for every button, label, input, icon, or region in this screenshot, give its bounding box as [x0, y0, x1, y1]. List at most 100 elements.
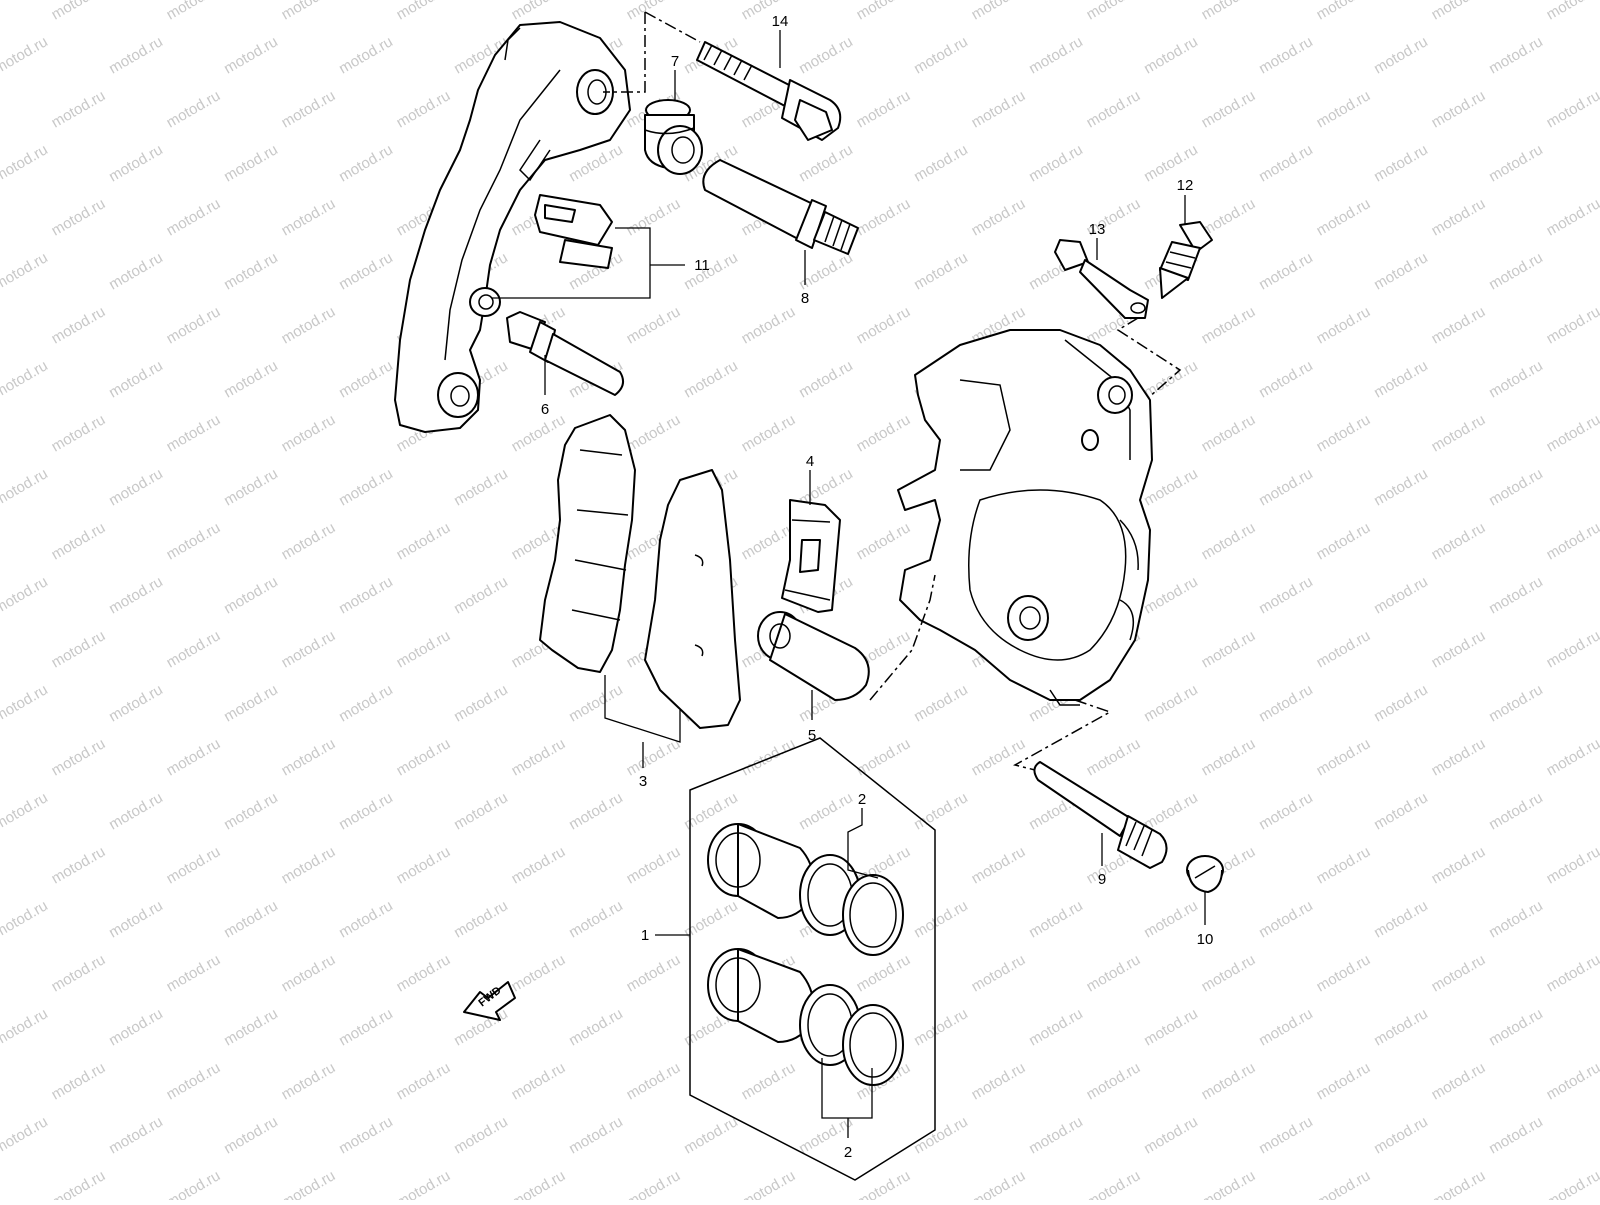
watermark-text: motod.ru	[1141, 33, 1201, 77]
watermark-text: motod.ru	[1371, 573, 1431, 617]
watermark-text: motod.ru	[911, 681, 971, 725]
watermark-text: motod.ru	[1371, 465, 1431, 509]
watermark-text: motod.ru	[739, 735, 799, 779]
watermark-text: motod.ru	[739, 411, 799, 455]
watermark-text: motod.ru	[279, 411, 339, 455]
watermark-text: motod.ru	[451, 465, 511, 509]
watermark-text: motod.ru	[854, 1167, 914, 1200]
watermark-text: motod.ru	[509, 1167, 569, 1200]
watermark-text: motod.ru	[1544, 195, 1600, 239]
watermark-text: motod.ru	[911, 897, 971, 941]
watermark-text: motod.ru	[566, 897, 626, 941]
watermark-text: motod.ru	[1314, 0, 1374, 23]
watermark-text: motod.ru	[279, 1167, 339, 1200]
watermark-text: motod.ru	[106, 249, 166, 293]
watermark-text: motod.ru	[1256, 1113, 1316, 1157]
watermark-text: motod.ru	[394, 627, 454, 671]
watermark-text: motod.ru	[336, 357, 396, 401]
watermark-text: motod.ru	[624, 303, 684, 347]
watermark-text: motod.ru	[854, 0, 914, 23]
watermark-text: motod.ru	[49, 1167, 109, 1200]
watermark-text: motod.ru	[451, 681, 511, 725]
watermark-text: motod.ru	[1544, 951, 1600, 995]
watermark-text: motod.ru	[394, 87, 454, 131]
watermark-text: motod.ru	[1314, 519, 1374, 563]
watermark-text: motod.ru	[509, 735, 569, 779]
watermark-text: motod.ru	[1544, 1059, 1600, 1103]
watermark-text: motod.ru	[681, 357, 741, 401]
watermark-text: motod.ru	[164, 87, 224, 131]
watermark-text: motod.ru	[1199, 519, 1259, 563]
callout-8: 8	[801, 290, 809, 307]
watermark-text: motod.ru	[164, 303, 224, 347]
watermark-text: motod.ru	[1544, 1167, 1600, 1200]
callout-14: 14	[772, 13, 789, 30]
pad-pin	[758, 612, 869, 700]
bleeder-cap	[1055, 240, 1148, 318]
watermark-text: motod.ru	[49, 1059, 109, 1103]
watermark-text: motod.ru	[1429, 87, 1489, 131]
watermark-text: motod.ru	[1314, 843, 1374, 887]
watermark-text: motod.ru	[969, 195, 1029, 239]
watermark-text: motod.ru	[1199, 951, 1259, 995]
watermark-text: motod.ru	[221, 249, 281, 293]
watermark-text: motod.ru	[566, 1113, 626, 1157]
watermark-text: motod.ru	[1256, 681, 1316, 725]
watermark-text: motod.ru	[566, 789, 626, 833]
watermark-text: motod.ru	[394, 951, 454, 995]
watermark-text: motod.ru	[1141, 573, 1201, 617]
watermark-text: motod.ru	[1544, 843, 1600, 887]
watermark-text: motod.ru	[49, 195, 109, 239]
watermark-text: motod.ru	[969, 735, 1029, 779]
watermark-text: motod.ru	[1544, 519, 1600, 563]
watermark-text: motod.ru	[279, 519, 339, 563]
watermark-text: motod.ru	[566, 681, 626, 725]
watermark-text: motod.ru	[164, 411, 224, 455]
watermark-text: motod.ru	[1544, 303, 1600, 347]
watermark-text: motod.ru	[1141, 897, 1201, 941]
watermark-text: motod.ru	[1429, 195, 1489, 239]
watermark-text: motod.ru	[221, 33, 281, 77]
watermark-text: motod.ru	[164, 735, 224, 779]
slide-pin	[507, 312, 623, 395]
watermark-text: motod.ru	[336, 1005, 396, 1049]
watermark-text: motod.ru	[1256, 33, 1316, 77]
watermark-text: motod.ru	[1314, 303, 1374, 347]
watermark-text: motod.ru	[394, 735, 454, 779]
watermark-text: motod.ru	[1544, 411, 1600, 455]
watermark-text: motod.ru	[1429, 1059, 1489, 1103]
watermark-text: motod.ru	[49, 87, 109, 131]
watermark-text: motod.ru	[1429, 951, 1489, 995]
watermark-text: motod.ru	[969, 1059, 1029, 1103]
callout-7: 7	[671, 53, 679, 70]
watermark-text: motod.ru	[106, 789, 166, 833]
watermark-text: motod.ru	[221, 357, 281, 401]
watermark-text: motod.ru	[279, 627, 339, 671]
watermark-text: motod.ru	[1544, 0, 1600, 23]
watermark-text: motod.ru	[1199, 303, 1259, 347]
watermark-text: motod.ru	[1026, 1005, 1086, 1049]
watermark-text: motod.ru	[1371, 1005, 1431, 1049]
callout-12: 12	[1177, 177, 1194, 194]
watermark-text: motod.ru	[1256, 357, 1316, 401]
watermark-text: motod.ru	[624, 0, 684, 23]
watermark-text: motod.ru	[451, 789, 511, 833]
watermark-text: motod.ru	[279, 195, 339, 239]
watermark-text: motod.ru	[1141, 681, 1201, 725]
watermark-text: motod.ru	[1314, 951, 1374, 995]
watermark-text: motod.ru	[1371, 789, 1431, 833]
watermark-text: motod.ru	[1026, 33, 1086, 77]
watermark-text: motod.ru	[336, 141, 396, 185]
watermark-text: motod.ru	[969, 843, 1029, 887]
watermark-text: motod.ru	[451, 897, 511, 941]
boot	[645, 100, 702, 174]
watermark-text: motod.ru	[221, 1005, 281, 1049]
watermark-text: motod.ru	[106, 1113, 166, 1157]
watermark-text: motod.ru	[1314, 627, 1374, 671]
watermark-text: motod.ru	[1314, 735, 1374, 779]
watermark-text: motod.ru	[336, 573, 396, 617]
watermark-text: motod.ru	[106, 141, 166, 185]
watermark-text: motod.ru	[1486, 33, 1546, 77]
watermark-text: motod.ru	[106, 681, 166, 725]
